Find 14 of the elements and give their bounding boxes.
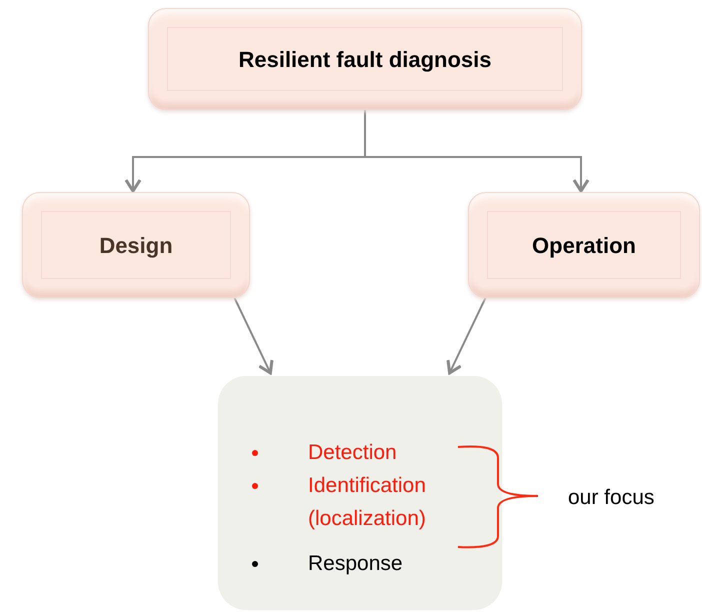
annotation-text: our focus	[568, 485, 654, 511]
list-item: Detection	[308, 440, 397, 466]
list-item: Identification (localization)	[308, 473, 427, 532]
process-box	[148, 8, 582, 110]
box-title: Operation	[532, 232, 636, 260]
box-title: Design	[99, 232, 173, 260]
arrow	[446, 298, 486, 374]
list-box	[218, 376, 502, 610]
list-item: Response	[308, 551, 403, 577]
process-box	[468, 192, 700, 298]
box-title: Resilient fault diagnosis	[238, 46, 492, 74]
arrow	[364, 110, 590, 192]
process-box	[22, 192, 250, 298]
arrow	[234, 298, 274, 374]
